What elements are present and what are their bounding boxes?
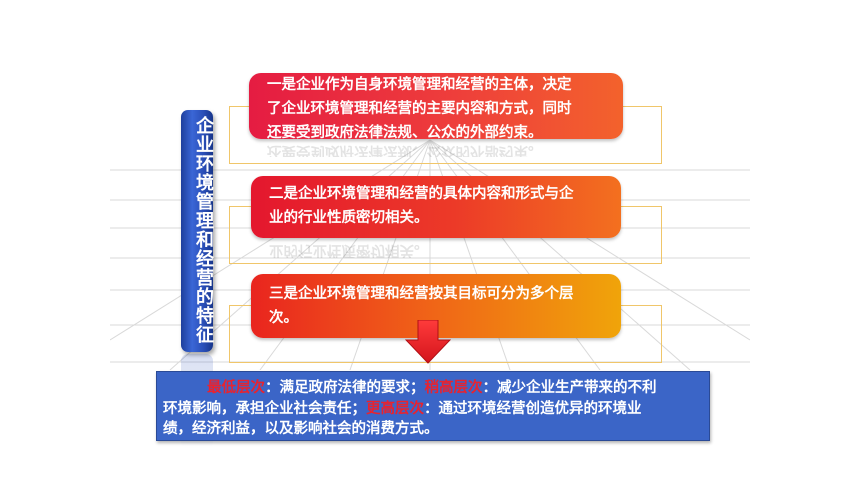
higher-level-label: 稍高层次 — [424, 380, 483, 396]
down-arrow-icon — [405, 320, 451, 364]
point-2-line-1: 二是企业环境管理和经营的具体内容和形式与企 — [269, 186, 574, 202]
highest-level-label: 更高层次 — [366, 400, 424, 417]
point-3-line-1: 三是企业环境管理和经营按其目标可分为多个层 — [269, 286, 574, 302]
higher-level-text-b: 环境影响，承担企业社会责任； — [163, 400, 366, 417]
point-3-line-2: 次。 — [269, 310, 298, 326]
point-1-line-2: 了企业环境管理和经营的主要内容和方式，同时 — [267, 101, 572, 117]
highest-level-text-a: ：通过环境经营创造优异的环境业 — [424, 400, 642, 417]
highest-level-text-b: 绩，经济利益，以及影响社会的消费方式。 — [163, 421, 439, 437]
point-1-line-1: 一是企业作为自身环境管理和经营的主体，决定 — [267, 77, 572, 93]
lowest-level-text: ：满足政府法律的要求； — [265, 380, 425, 396]
point-1-card: 一是企业作为自身环境管理和经营的主体，决定 了企业环境管理和经营的主要内容和方式… — [249, 73, 623, 141]
higher-level-text-a: ：减少企业生产带来的不利 — [482, 380, 657, 396]
levels-line-1: 最低层次：满足政府法律的要求；稍高层次：减少企业生产带来的不利 — [163, 378, 703, 399]
lowest-level-label: 最低层次 — [207, 380, 265, 396]
sidebar-title: 企业环境管理和经营的特征 — [193, 116, 214, 344]
levels-line-3: 绩，经济利益，以及影响社会的消费方式。 — [163, 419, 703, 440]
point-1-line-3: 还要受到政府法律法规、公众的外部约束。 — [267, 125, 543, 141]
point-1-reflection: 还要受到政府法律法规、公众的外部约束。 — [267, 143, 543, 157]
point-2-reflection: 业的行业性质密切相关。 — [269, 242, 429, 258]
levels-box: 最低层次：满足政府法律的要求；稍高层次：减少企业生产带来的不利 环境影响，承担企… — [156, 371, 710, 441]
sidebar-title-bar: 企业环境管理和经营的特征 — [181, 110, 214, 352]
point-2-card: 二是企业环境管理和经营的具体内容和形式与企 业的行业性质密切相关。 — [251, 176, 621, 238]
levels-line-2: 环境影响，承担企业社会责任；更高层次：通过环境经营创造优异的环境业 — [163, 399, 703, 420]
point-2-line-2: 业的行业性质密切相关。 — [269, 210, 429, 226]
